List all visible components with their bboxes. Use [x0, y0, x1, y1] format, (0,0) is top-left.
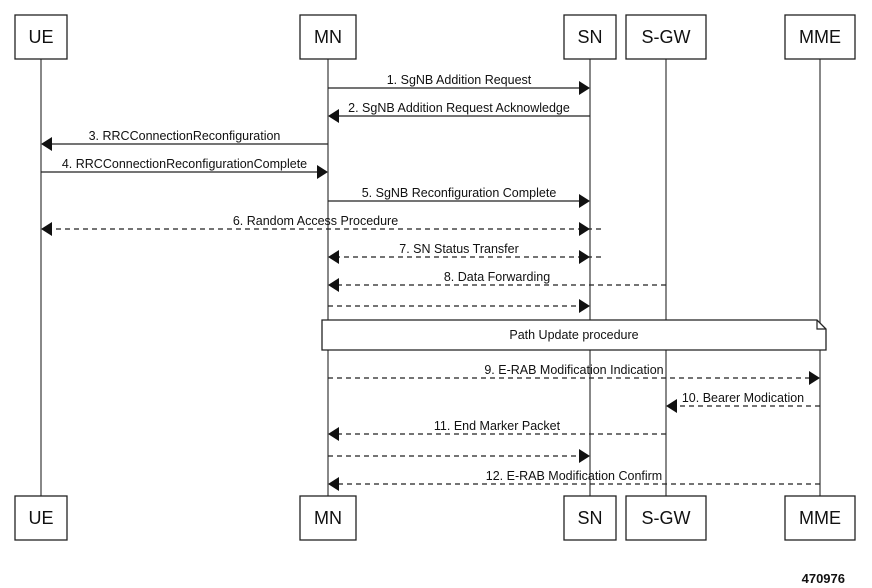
message-7: 7. SN Status Transfer — [328, 242, 601, 264]
participant-label: UE — [28, 508, 53, 528]
participant-box — [625, 495, 707, 541]
participant-sgw-bottom: S-GW — [625, 495, 707, 541]
arrowhead — [579, 194, 590, 208]
message-label: 7. SN Status Transfer — [399, 242, 519, 256]
message-label: 2. SgNB Addition Request Acknowledge — [348, 101, 570, 115]
message-4: 4. RRCConnectionReconfigurationComplete — [41, 157, 328, 179]
participant-box — [299, 14, 357, 60]
arrowhead — [666, 399, 677, 413]
participant-box — [625, 14, 707, 60]
participant-label: UE — [28, 27, 53, 47]
participant-label: SN — [577, 27, 602, 47]
participant-label: S-GW — [642, 508, 691, 528]
arrowhead — [579, 81, 590, 95]
participant-mme-top: MME — [784, 14, 856, 60]
arrowhead — [579, 299, 590, 313]
message-3: 3. RRCConnectionReconfiguration — [41, 129, 328, 151]
message-11: 9. E-RAB Modification Indication — [328, 363, 820, 385]
message-label: 10. Bearer Modication — [682, 391, 804, 405]
path-update-note: Path Update procedure — [321, 319, 827, 351]
message-label: 12. E-RAB Modification Confirm — [486, 469, 662, 483]
participant-sgw-top: S-GW — [625, 14, 707, 60]
participant-mn-top: MN — [299, 14, 357, 60]
arrowhead — [328, 278, 339, 292]
arrowhead — [579, 222, 590, 236]
participant-label: S-GW — [642, 27, 691, 47]
arrowhead — [41, 222, 52, 236]
arrowhead — [328, 427, 339, 441]
message-1: 1. SgNB Addition Request — [328, 73, 590, 95]
message-9 — [328, 299, 590, 313]
participant-mme-bottom: MME — [784, 495, 856, 541]
participants: UE UE MN MN SN SN S-GW S-GW MME MME — [14, 14, 856, 541]
participant-sn-bottom: SN — [563, 495, 617, 541]
participant-label: MME — [799, 508, 841, 528]
lifelines — [40, 59, 821, 496]
messages: 1. SgNB Addition Request 2. SgNB Addition… — [41, 73, 827, 491]
participant-box — [784, 14, 856, 60]
message-14 — [328, 449, 590, 463]
message-label: 4. RRCConnectionReconfigurationComplete — [62, 157, 307, 171]
message-label: 3. RRCConnectionReconfiguration — [89, 129, 281, 143]
note-box — [321, 319, 827, 351]
arrowhead — [579, 250, 590, 264]
participant-box — [14, 14, 68, 60]
arrowhead — [41, 137, 52, 151]
participant-label: MN — [314, 508, 342, 528]
arrowhead — [328, 109, 339, 123]
participant-box — [14, 495, 68, 541]
participant-ue-bottom: UE — [14, 495, 68, 541]
participant-sn-top: SN — [563, 14, 617, 60]
message-label: 6. Random Access Procedure — [233, 214, 398, 228]
participant-ue-top: UE — [14, 14, 68, 60]
message-label: 1. SgNB Addition Request — [387, 73, 532, 87]
participant-label: MME — [799, 27, 841, 47]
arrowhead — [328, 250, 339, 264]
message-8: 8. Data Forwarding — [328, 270, 666, 292]
arrowhead — [328, 477, 339, 491]
arrowhead — [317, 165, 328, 179]
participant-label: MN — [314, 27, 342, 47]
message-6: 6. Random Access Procedure — [41, 214, 601, 236]
participant-label: SN — [577, 508, 602, 528]
message-13: 11. End Marker Packet — [328, 419, 666, 441]
message-label: 8. Data Forwarding — [444, 270, 550, 284]
message-label: 9. E-RAB Modification Indication — [484, 363, 663, 377]
participant-box — [784, 495, 856, 541]
message-2: 2. SgNB Addition Request Acknowledge — [328, 101, 590, 123]
participant-mn-bottom: MN — [299, 495, 357, 541]
participant-box — [299, 495, 357, 541]
participant-box — [563, 495, 617, 541]
note-fold — [816, 320, 826, 330]
note-label: Path Update procedure — [509, 328, 638, 342]
arrowhead — [809, 371, 820, 385]
message-label: 5. SgNB Reconfiguration Complete — [362, 186, 557, 200]
message-15: 12. E-RAB Modification Confirm — [328, 469, 820, 491]
arrowhead — [579, 449, 590, 463]
figure-id: 470976 — [802, 571, 845, 586]
participant-box — [563, 14, 617, 60]
message-label: 11. End Marker Packet — [434, 419, 561, 433]
message-12: 10. Bearer Modication — [666, 391, 820, 413]
message-5: 5. SgNB Reconfiguration Complete — [328, 186, 590, 208]
